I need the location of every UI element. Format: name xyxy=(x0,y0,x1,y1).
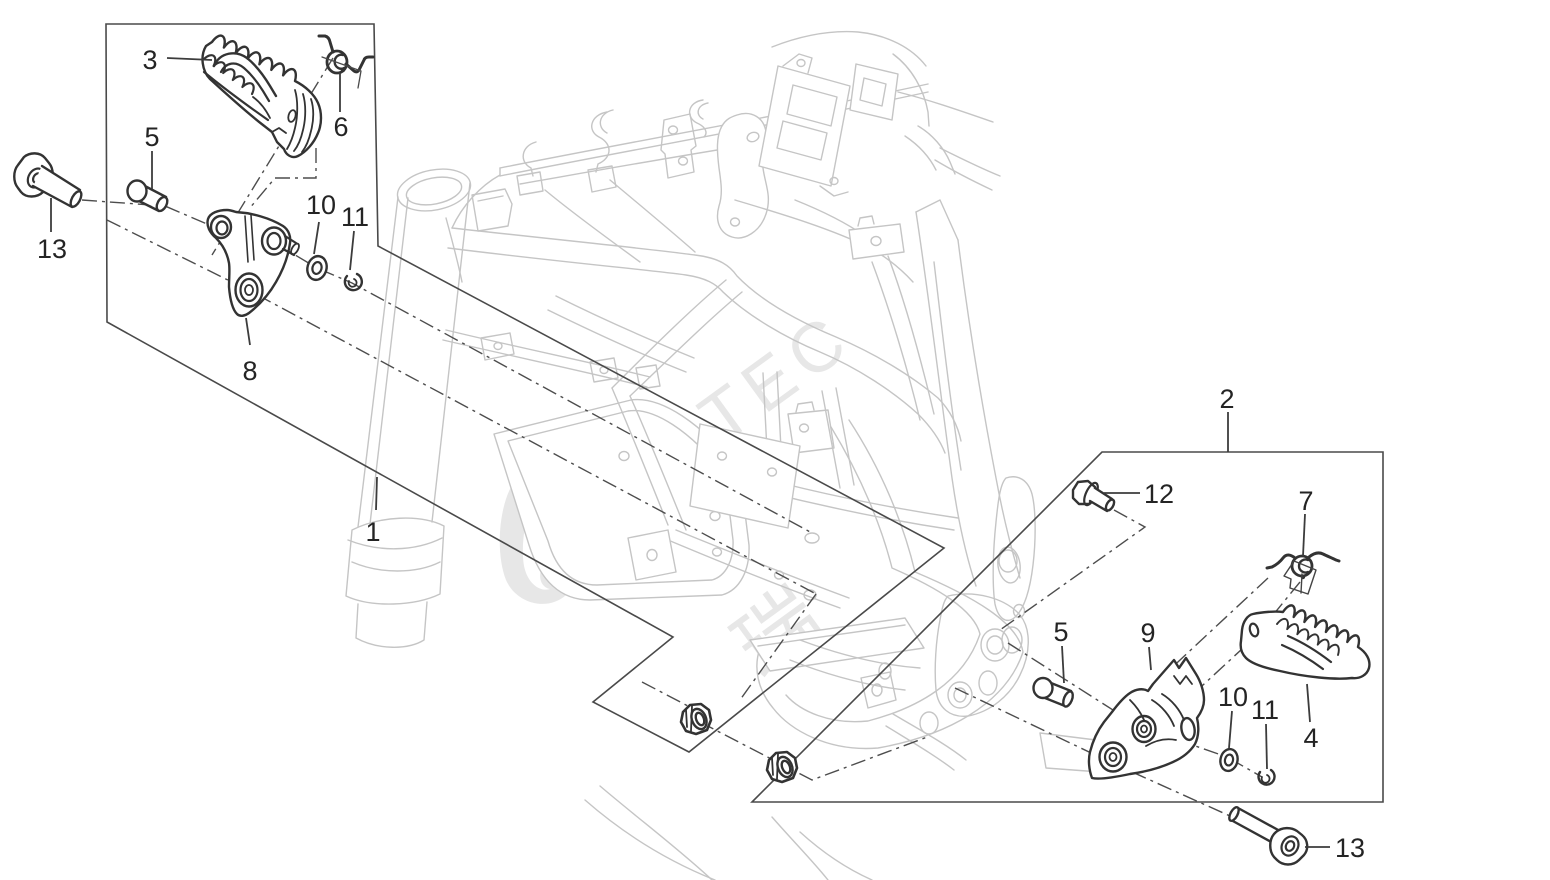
svg-text:1: 1 xyxy=(365,517,380,547)
svg-text:5: 5 xyxy=(144,122,159,152)
svg-text:13: 13 xyxy=(37,234,67,264)
svg-text:2: 2 xyxy=(1219,384,1234,414)
svg-text:11: 11 xyxy=(1251,695,1279,725)
svg-text:7: 7 xyxy=(1298,486,1313,516)
svg-text:3: 3 xyxy=(142,45,157,75)
svg-text:9: 9 xyxy=(1140,618,1155,648)
svg-text:10: 10 xyxy=(306,190,336,220)
svg-text:6: 6 xyxy=(333,112,348,142)
svg-text:11: 11 xyxy=(341,202,369,232)
svg-text:8: 8 xyxy=(242,356,257,386)
svg-text:5: 5 xyxy=(1053,617,1068,647)
svg-text:4: 4 xyxy=(1303,723,1318,753)
svg-text:10: 10 xyxy=(1218,682,1248,712)
svg-text:13: 13 xyxy=(1335,833,1365,863)
svg-text:12: 12 xyxy=(1144,479,1174,509)
